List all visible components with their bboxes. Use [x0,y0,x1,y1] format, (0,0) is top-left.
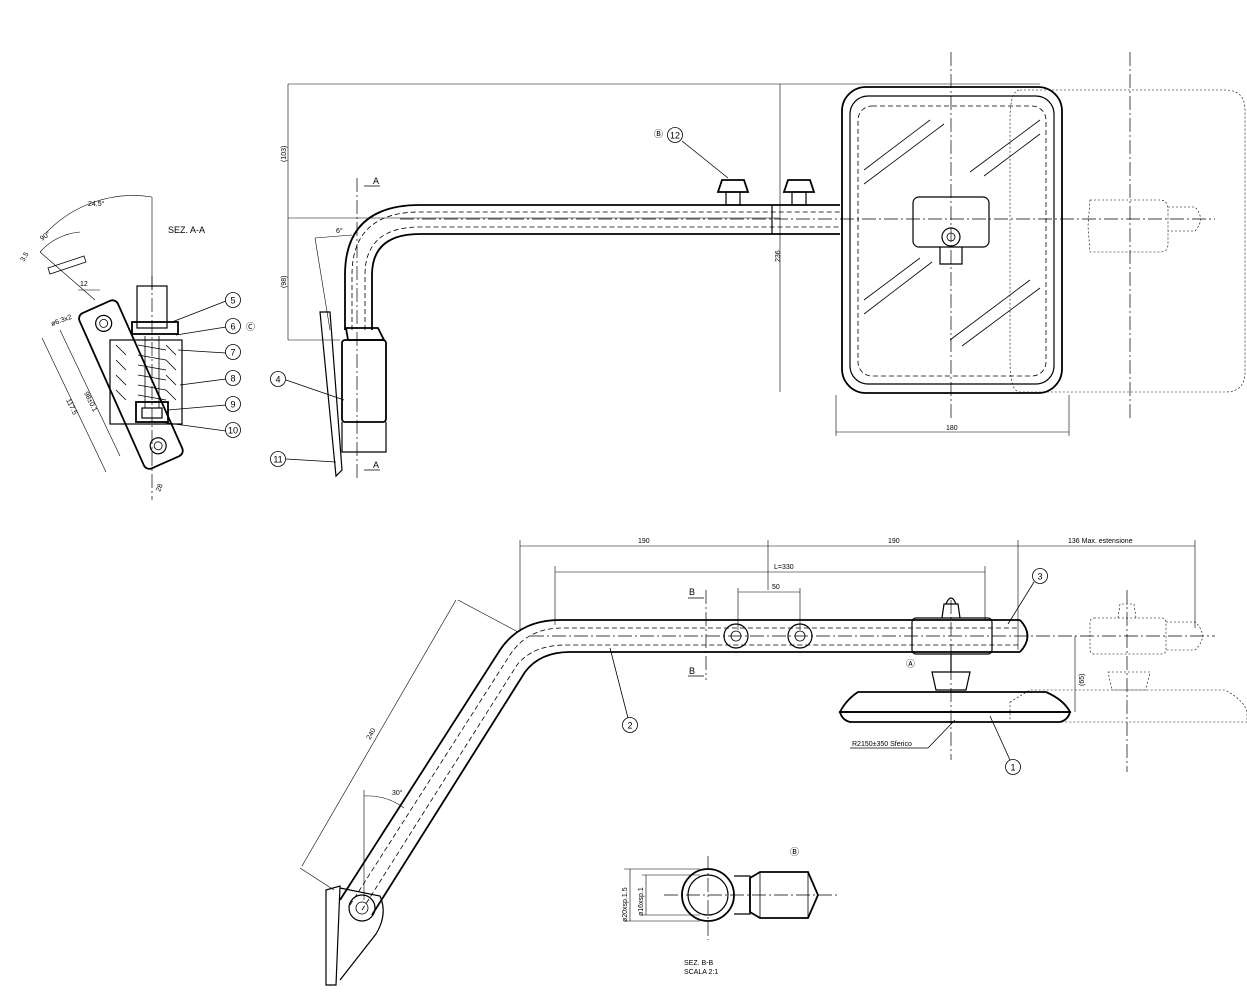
dim-98p: (98) [281,276,288,288]
dim-98: 98±0.1 [82,391,98,413]
svg-text:9: 9 [230,400,235,410]
svg-text:4: 4 [275,375,280,385]
section-a-title: SEZ. A-A [168,225,205,235]
dim-tube-outer: ø20xsp.1.5 [622,887,629,922]
dim-180: 180 [946,425,958,432]
svg-text:3: 3 [1037,572,1042,582]
dim-12: 12 [80,281,88,288]
svg-text:5: 5 [230,296,235,306]
dim-65: (65) [1079,674,1086,686]
section-a-marker-bottom: A [373,460,379,470]
svg-text:2: 2 [627,721,632,731]
section-b-scale: SCALA 2:1 [684,969,718,976]
dim-angle-24: 24.5° [88,200,105,208]
balloon-6: 6 [225,318,241,334]
dim-28: 28 [155,483,164,493]
section-b-marker-top: B [689,587,695,597]
balloon-5: 5 [225,292,241,308]
dim-117-5: 117.5 [64,398,78,416]
balloon-3: 3 [1032,568,1048,584]
dim-6deg: 6° [336,227,343,235]
svg-text:12: 12 [670,131,680,141]
balloon-1: 1 [1005,759,1021,775]
dim-l330: L=330 [774,564,794,571]
marker-b-section: Ⓑ [790,847,799,857]
dim-angle-90: 90° [39,230,52,243]
section-a-marker-top: A [373,176,379,186]
balloon-12: 12 [667,127,683,143]
dim-240: 240 [366,727,378,741]
balloon-8: 8 [225,370,241,386]
dim-sphere: R2150±350 Sferico [852,741,912,748]
svg-text:1: 1 [1010,763,1015,773]
top-view: 190 190 136 Max. estensione L=330 50 B B [299,538,1247,986]
svg-text:11: 11 [273,455,282,465]
dim-tube-inner: ø16xsp.1 [638,887,645,916]
svg-text:6: 6 [230,322,235,332]
balloon-9: 9 [225,396,241,412]
dim-190a: 190 [638,538,650,545]
dim-136: 136 Max. estensione [1068,538,1133,545]
section-a-a-view: SEZ. A-A 24.5° 90° 3.5 117.5 98±0.1 ø6.3… [20,195,227,500]
dim-190b: 190 [888,538,900,545]
dim-236: 236 [775,250,782,262]
dim-3-5: 3.5 [20,251,31,263]
balloon-2: 2 [622,717,638,733]
svg-text:8: 8 [230,374,235,384]
svg-text:10: 10 [228,426,238,436]
balloon-4: 4 [270,371,286,387]
marker-b-top: Ⓑ [654,129,663,139]
dim-30: 30° [392,789,403,797]
section-b-b-view: ø20xsp.1.5 ø16xsp.1 Ⓑ SEZ. B-B SCALA 2:1 [622,847,840,976]
section-b-marker-bottom: B [689,666,695,676]
svg-text:7: 7 [230,348,235,358]
section-b-title: SEZ. B-B [684,960,714,967]
marker-a: Ⓐ [906,659,915,669]
front-view: (103) (98) 236 6° A A Ⓑ [281,52,1246,480]
dim-103: (103) [281,146,288,162]
balloon-7: 7 [225,344,241,360]
balloon-11: 11 [270,451,286,467]
marker-c: Ⓒ [246,322,255,332]
dim-bore: ø6.3x2 [50,314,73,328]
balloon-10: 10 [225,422,241,438]
dim-50: 50 [772,584,780,591]
